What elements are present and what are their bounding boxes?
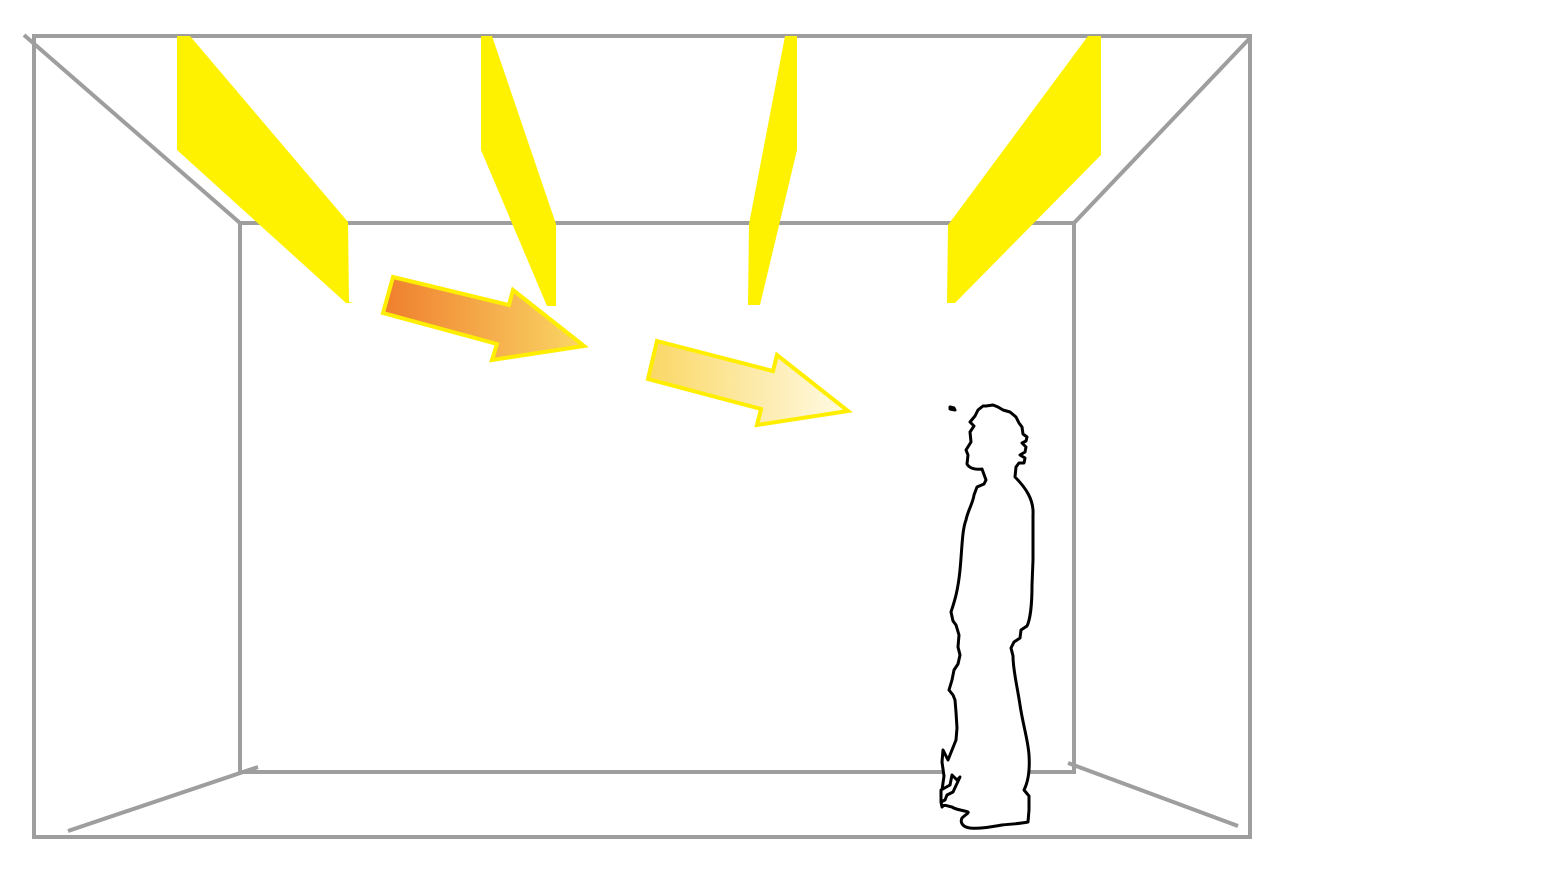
person-foot-detail: [939, 773, 962, 804]
ceiling-baffles: [177, 36, 1101, 306]
room-edge-top-right: [1072, 36, 1252, 225]
ceiling-baffle-4: [947, 36, 1101, 303]
light-direction-arrow-2: [645, 338, 853, 428]
ceiling-baffle-1: [177, 36, 354, 303]
person-body: [939, 403, 1035, 830]
ceiling-baffle-2: [481, 36, 556, 306]
room-edge-bottom-left: [67, 765, 259, 833]
ceiling-baffle-3: [748, 36, 797, 305]
room-edge-top-left: [22, 33, 242, 225]
person-silhouette: [939, 403, 1035, 830]
person-outline: [948, 405, 957, 412]
room-back-wall: [238, 221, 1076, 774]
room-perspective-box: [22, 33, 1252, 839]
room-outer-frame: [32, 34, 1252, 839]
room-edge-bottom-right: [1067, 761, 1239, 828]
light-direction-arrow-1: [380, 274, 589, 363]
light-direction-arrows: [380, 274, 853, 428]
